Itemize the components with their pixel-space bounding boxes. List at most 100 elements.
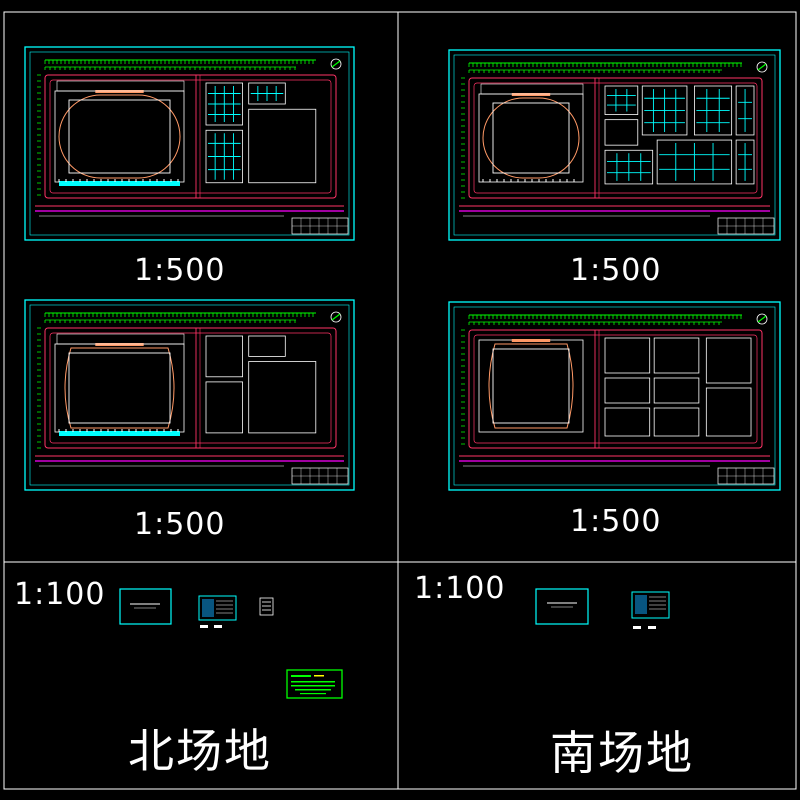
perimeter-road [44,327,337,449]
plan-mid-right[interactable] [448,301,781,491]
spectator-stand [59,431,180,436]
perimeter-road-inner [49,332,332,444]
lot-block [604,337,651,374]
plan-inner-border [453,54,776,236]
utility-line [696,97,730,124]
north-arrow-needle [331,313,341,321]
north-arrow-needle [757,63,767,71]
fence-ticks [37,74,41,196]
lighting-row [58,179,179,182]
lot-block [735,139,755,185]
fence-ticks [44,313,314,317]
site-name-north: 北场地 [128,724,272,778]
perimeter-road [44,74,337,199]
plan-border [448,49,781,241]
grandstand [511,93,551,96]
lot-block [641,85,688,136]
running-track [64,347,175,429]
utility-line [706,89,720,132]
plan-border [24,46,355,241]
perimeter-road [468,329,763,449]
sports-field [68,99,171,174]
lot-block [604,377,651,404]
detail-table-sheet[interactable] [631,591,670,619]
grandstand [95,343,144,346]
lot-block [694,85,733,136]
perimeter-road-inner [473,82,758,194]
sports-field [492,102,570,174]
fence-ticks [44,67,296,70]
plan-inner-border [453,306,776,486]
plan-top-right[interactable] [448,49,781,241]
fence-ticks [37,327,41,449]
scale-label-top-left: 1:500 [134,253,226,288]
scale-label-bottom-right: 1:100 [414,571,506,606]
green-note-block[interactable] [286,669,343,699]
lot-block [705,337,752,384]
fence-ticks [44,60,314,64]
service-row [56,333,185,345]
utility-line [616,153,642,181]
service-row [56,80,185,92]
plan-inner-border [29,51,350,236]
fence-ticks [461,77,465,199]
fence-ticks [468,63,742,67]
perimeter-road-inner [473,334,758,444]
lot-block [735,85,755,136]
plan-inner-border [29,304,350,486]
lighting-row [482,179,575,182]
lot-block [604,407,651,437]
lot-block [205,335,243,378]
utility-line [214,86,234,122]
title-block-grid [718,468,774,484]
detail-notes [259,597,274,616]
perimeter-road [468,77,763,199]
sports-field [492,348,570,424]
lot-block [205,381,243,434]
title-block-grid [292,218,348,234]
utility-line [214,133,234,180]
grandstand [95,90,144,93]
title-block-grid [718,218,774,234]
plan-border [24,299,355,491]
north-arrow-needle [331,60,341,68]
grandstand [511,339,551,342]
north-arrow [330,58,342,70]
detail-table-sheet[interactable] [198,595,237,621]
utility-line [675,143,714,181]
north-arrow [756,61,768,73]
site-name-south: 南场地 [550,726,694,780]
lot-block [656,139,733,185]
fence-ticks [468,70,720,73]
utility-line [615,89,628,112]
title-block-grid [292,468,348,484]
lighting-row [58,429,179,432]
detail-sheets-north[interactable] [119,588,343,699]
lot-block [205,129,243,184]
utility-line [652,89,677,132]
fence-ticks [468,322,720,325]
detail-title-block[interactable] [535,588,589,625]
north-arrow [330,311,342,323]
plan-mid-left[interactable] [24,299,355,491]
north-arrow [756,313,768,325]
lot-block [248,82,286,105]
fence-ticks [461,329,465,445]
utility-line [607,95,636,106]
running-track [482,97,580,179]
perimeter-road-inner [49,79,332,194]
plan-border [448,301,781,491]
plan-top-left[interactable] [24,46,355,241]
lot-block [248,335,286,357]
scale-label-bottom-left: 1:100 [14,577,106,612]
scale-label-mid-right: 1:500 [570,504,662,539]
sheet-frame [3,11,797,790]
lot-block [248,361,317,434]
lot-block [604,119,639,146]
spectator-stand [59,181,180,186]
lot-block [604,149,654,185]
detail-title-block[interactable] [119,588,172,625]
lot-block [205,82,243,126]
detail-sheets-south[interactable] [535,588,670,629]
lot-block [653,377,700,404]
